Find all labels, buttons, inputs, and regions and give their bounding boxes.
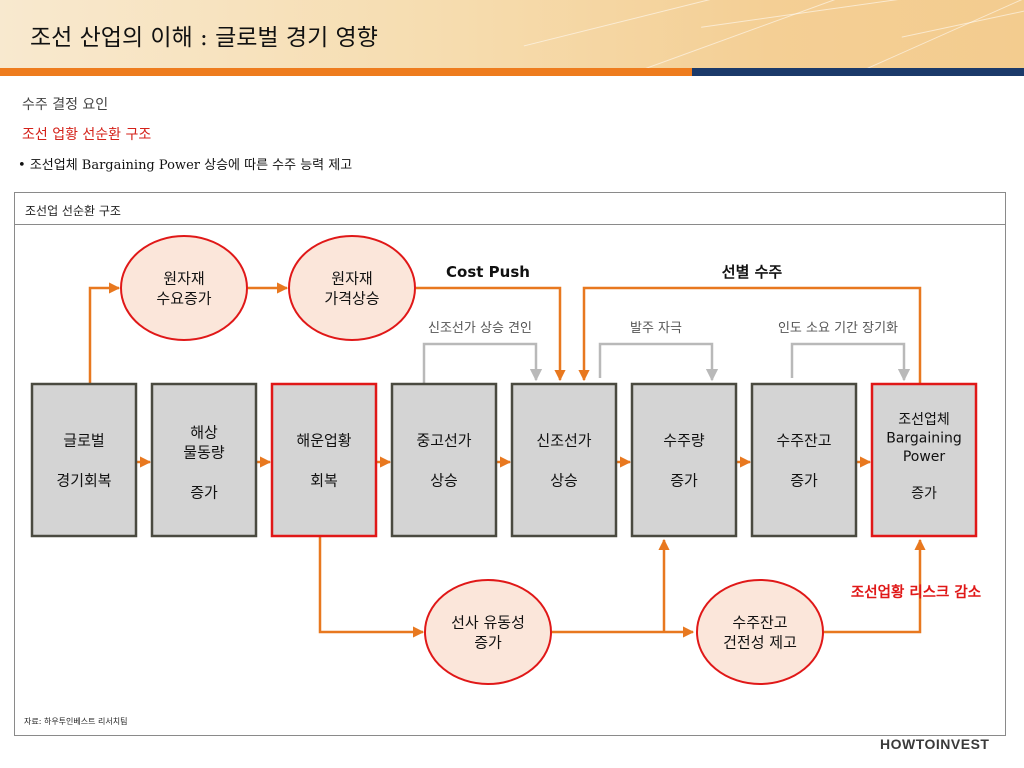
process-box-label-line: 해상 <box>190 423 218 441</box>
label-newbuild-lead: 신조선가 상승 견인 <box>428 321 532 336</box>
label-selective-order: 선별 수주 <box>722 263 783 281</box>
arrow-to-liquidity <box>318 537 425 638</box>
label-delivery-lengthen: 인도 소요 기간 장기화 <box>778 321 898 336</box>
label-risk-reduction: 조선업황 리스크 감소 <box>851 583 981 601</box>
process-box-label-line: 증가 <box>911 486 937 502</box>
process-box-label-line: Bargaining <box>886 431 962 447</box>
factor-circle-shape <box>120 235 248 341</box>
label-order-stimulus: 발주 자극 <box>630 321 682 336</box>
factor-circle-label-line: 수요증가 <box>156 289 211 307</box>
panel-title: 조선업 선순환 구조 <box>25 204 121 218</box>
process-box-label-line: 물동량 <box>183 443 225 461</box>
header-banner: 조선 산업의 이해 : 글로벌 경기 영향 <box>0 0 1024 68</box>
page-title: 조선 산업의 이해 : 글로벌 경기 영향 <box>30 25 378 51</box>
bullet-text: 조선업체 Bargaining Power 상승에 따른 수주 능력 제고 <box>29 158 353 173</box>
factor-circle-shape <box>696 579 824 685</box>
process-box-label-line: 조선업체 <box>898 412 950 428</box>
arrow-risk-reduction <box>824 538 926 634</box>
process-box-label-line: 중고선가 <box>416 431 471 449</box>
process-box-label-line: 회복 <box>310 471 338 489</box>
bracket-newbuild-lead <box>422 342 543 383</box>
process-box-shape <box>30 382 138 538</box>
process-box-shape <box>270 382 378 538</box>
factor-circle-label-line: 증가 <box>474 633 502 651</box>
factor-circle-label-line: 가격상승 <box>324 289 379 307</box>
process-box-label-line: 상승 <box>430 471 458 489</box>
bracket-delivery-lengthen <box>790 342 911 382</box>
process-box-label-line: 해운업황 <box>296 431 351 449</box>
factor-circle-label-line: 선사 유동성 <box>451 613 525 631</box>
process-box-shape <box>870 382 978 538</box>
process-box-label-line: 상승 <box>550 471 578 489</box>
process-box-label-line: 증가 <box>190 483 218 501</box>
source-note: 자료: 하우투인베스트 리서치팀 <box>24 717 128 726</box>
header-accent-bar-orange <box>0 68 692 76</box>
process-box-label-line: 신조선가 <box>536 431 591 449</box>
factor-circle-label-line: 건전성 제고 <box>723 633 797 651</box>
process-box-shape <box>150 382 258 538</box>
header-accent-bar-navy <box>692 68 1024 76</box>
process-box-shape <box>510 382 618 538</box>
process-box-label-line: 증가 <box>790 471 818 489</box>
bullet-point: • 조선업체 Bargaining Power 상승에 따른 수주 능력 제고 <box>18 158 353 173</box>
brand-logo: HOWTOINVEST <box>880 736 990 752</box>
process-box-shape <box>750 382 858 538</box>
panel-divider <box>15 224 1005 225</box>
process-box-label-line: Power <box>903 449 946 465</box>
label-cost-push: Cost Push <box>446 263 530 281</box>
arrow-selective-order <box>578 286 922 383</box>
factor-circle-shape <box>288 235 416 341</box>
process-box-shape <box>390 382 498 538</box>
bracket-order-stimulus <box>598 342 719 382</box>
section-label: 수주 결정 요인 <box>22 97 109 113</box>
factor-circle-label-line: 수주잔고 <box>732 613 787 631</box>
process-box-label-line: 글로벌 <box>63 431 104 449</box>
arrow-to-material-demand <box>88 282 121 383</box>
process-box-label-line: 경기회복 <box>56 471 111 489</box>
process-box-shape <box>630 382 738 538</box>
connector-layer <box>88 282 926 638</box>
arrow-cost-push <box>416 286 566 382</box>
process-box-label-line: 증가 <box>670 471 698 489</box>
process-box-label-line: 수주량 <box>663 431 705 449</box>
process-box-label-line: 수주잔고 <box>776 431 831 449</box>
section-subtitle: 조선 업황 선순환 구조 <box>22 127 152 143</box>
factor-circle-label-line: 원자재 <box>163 269 204 287</box>
factor-circle-shape <box>424 579 552 685</box>
factor-circle-label-line: 원자재 <box>331 269 372 287</box>
